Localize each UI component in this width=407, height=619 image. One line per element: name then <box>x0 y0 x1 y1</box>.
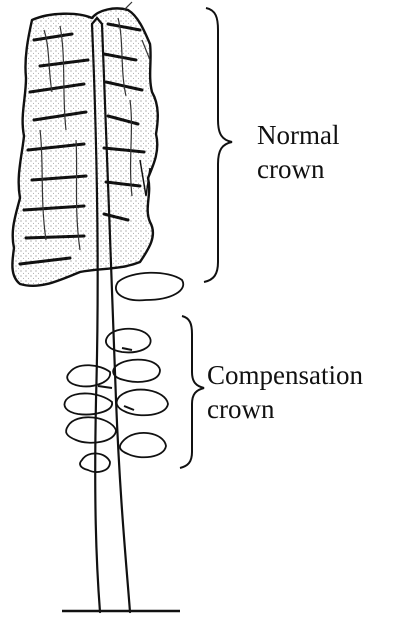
compensation-branch-4 <box>117 390 168 416</box>
compensation-branch-6 <box>66 417 116 442</box>
normal-crown-foliage <box>12 2 157 286</box>
compensation-branch-7 <box>120 433 166 457</box>
compensation-branch-5 <box>65 393 113 414</box>
compensation-crown-label-line2: crown <box>207 392 363 426</box>
compensation-branch-2 <box>113 360 160 382</box>
compensation-crown-foliage <box>65 329 169 472</box>
compensation-crown-label: Compensation crown <box>207 358 363 426</box>
compensation-branch-3 <box>67 365 110 386</box>
compensation-crown-brace <box>180 316 204 468</box>
normal-crown-label: Normal crown <box>257 118 339 186</box>
normal-crown-label-line1: Normal <box>257 118 339 152</box>
normal-crown-lower-branch <box>116 273 183 301</box>
compensation-crown-label-line1: Compensation <box>207 358 363 392</box>
normal-crown-label-line2: crown <box>257 152 339 186</box>
normal-crown-brace <box>204 8 232 282</box>
